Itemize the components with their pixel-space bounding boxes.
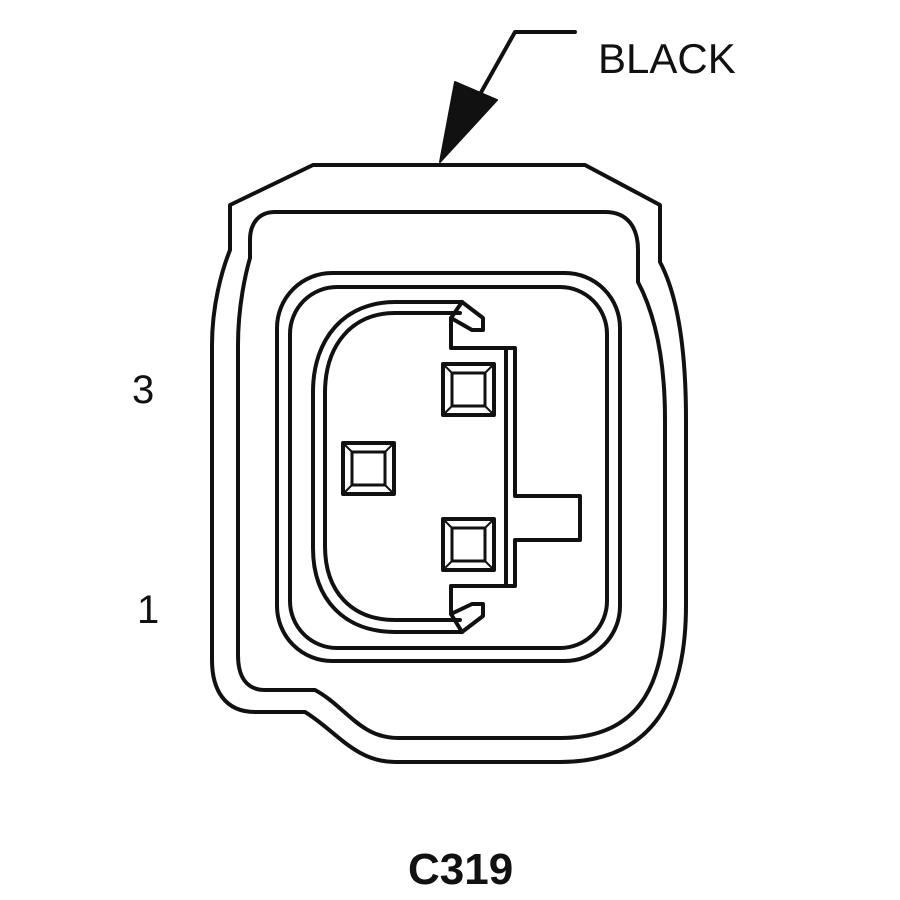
callout-arrowhead (439, 81, 498, 163)
connector-id-label: C319 (408, 845, 514, 894)
callout-leader-line (468, 30, 577, 114)
terminal-lower (441, 517, 496, 572)
pin-label-1: 1 (137, 588, 160, 632)
cavity-latch-lower (449, 612, 464, 634)
terminal-middle (341, 441, 396, 496)
pin-label-3: 3 (132, 368, 155, 412)
cavity-latch-upper (449, 300, 464, 320)
connector-face-inner (288, 285, 609, 650)
connector-face (275, 271, 622, 663)
terminal-upper (441, 362, 496, 417)
cavity-key-profile (449, 300, 582, 634)
connector-housing-outer (210, 163, 688, 764)
terminal-cavity (311, 300, 464, 634)
connector-housing-inner (236, 210, 667, 740)
terminal-cavity-inner (323, 311, 462, 622)
color-callout-label: BLACK (598, 35, 736, 82)
